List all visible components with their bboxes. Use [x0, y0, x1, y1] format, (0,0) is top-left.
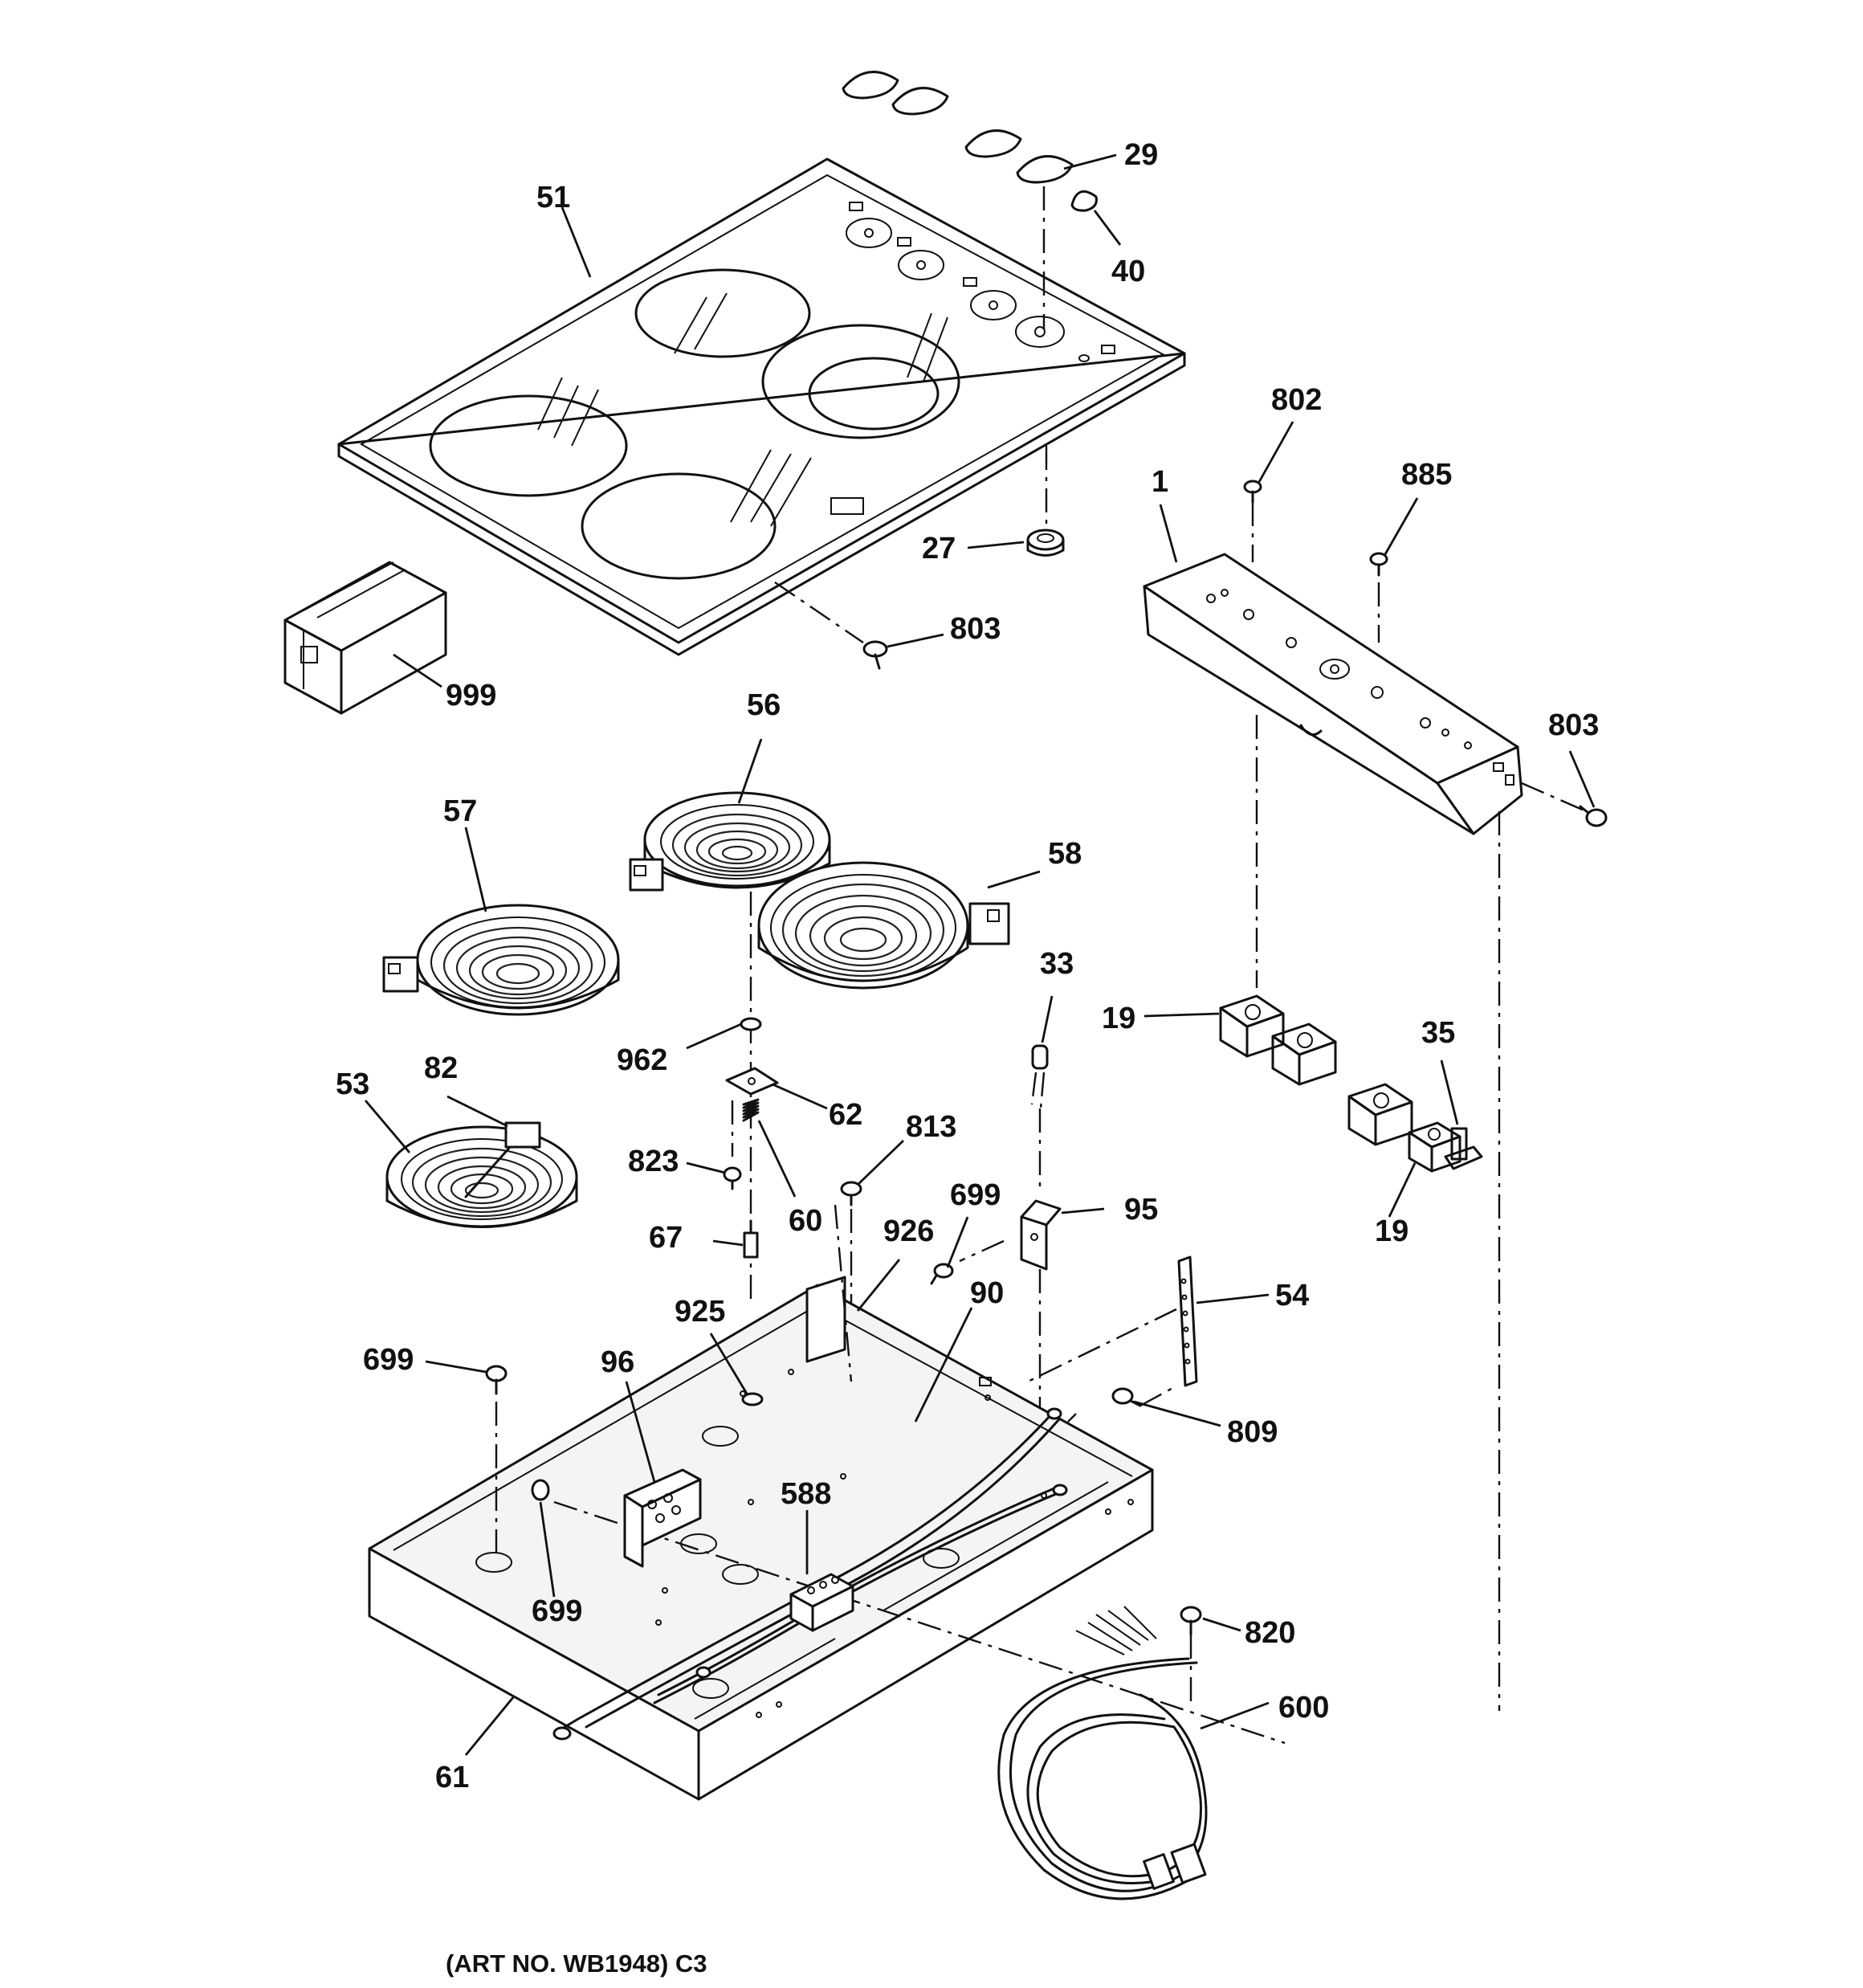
label-699-left: 699	[363, 1343, 414, 1377]
label-96: 96	[601, 1345, 634, 1379]
label-61: 61	[435, 1761, 469, 1794]
label-90: 90	[970, 1276, 1004, 1310]
label-60: 60	[789, 1204, 822, 1238]
label-51: 51	[536, 181, 570, 214]
label-588: 588	[781, 1477, 831, 1511]
label-823: 823	[628, 1145, 679, 1178]
label-699-top: 699	[950, 1178, 1001, 1212]
label-56: 56	[747, 688, 781, 722]
label-82: 82	[424, 1051, 458, 1085]
bottom-pan-part	[368, 1204, 1286, 1801]
screw-925-part	[741, 1392, 764, 1406]
label-19-top: 19	[1102, 1002, 1135, 1035]
label-813: 813	[906, 1110, 956, 1144]
label-962: 962	[617, 1043, 667, 1077]
label-95: 95	[1124, 1193, 1158, 1227]
control-knobs-part	[842, 71, 1098, 329]
label-999: 999	[446, 679, 496, 712]
label-57: 57	[443, 794, 477, 828]
screw-699-top-part	[930, 1263, 954, 1285]
label-29: 29	[1124, 138, 1158, 172]
screw-809-part	[1111, 1384, 1178, 1407]
part-number-labels: 51 29 40 27 803 999 802 1 885 803 56 57 …	[336, 138, 1599, 1794]
screw-802-part	[1243, 480, 1262, 504]
label-925: 925	[675, 1295, 725, 1329]
mounting-bracket-part	[623, 1468, 702, 1568]
label-62: 62	[829, 1098, 862, 1132]
ground-strap-part	[1027, 1255, 1198, 1387]
glass-cooktop-part	[337, 157, 1186, 656]
label-600: 600	[1278, 1691, 1329, 1725]
art-number-caption: (ART NO. WB1948) C3	[446, 1949, 707, 1978]
label-33: 33	[1040, 947, 1074, 981]
label-809: 809	[1227, 1415, 1278, 1449]
radiant-element-57-part	[382, 904, 620, 1016]
label-35: 35	[1421, 1016, 1455, 1050]
shaft-assembly-part	[723, 892, 779, 1301]
label-820: 820	[1245, 1616, 1295, 1650]
light-bracket-part	[959, 1199, 1062, 1430]
label-885: 885	[1401, 458, 1452, 492]
label-40: 40	[1111, 255, 1145, 288]
label-803-top: 803	[950, 612, 1001, 646]
label-699-bottom: 699	[532, 1594, 582, 1628]
screw-803-part	[774, 582, 888, 670]
screw-803-right-part	[1579, 805, 1608, 827]
label-802: 802	[1271, 383, 1322, 417]
leader-lines	[364, 153, 1596, 1756]
label-53: 53	[336, 1067, 369, 1101]
label-19-bottom: 19	[1375, 1214, 1408, 1248]
power-cord-part	[997, 1606, 1208, 1900]
label-58: 58	[1048, 837, 1082, 871]
label-803-right: 803	[1548, 708, 1599, 742]
infinite-switches-part	[1219, 994, 1483, 1173]
screw-885-part	[1369, 552, 1388, 577]
screw-699-left-part	[485, 1365, 508, 1395]
control-panel-bracket-part	[1143, 502, 1587, 1711]
label-1: 1	[1152, 465, 1168, 499]
label-54: 54	[1275, 1279, 1309, 1312]
terminal-block-part	[789, 1573, 854, 1632]
label-67: 67	[649, 1221, 683, 1255]
label-926: 926	[883, 1214, 934, 1248]
literature-box-part	[283, 561, 447, 715]
grommet-part	[1026, 446, 1065, 557]
indicator-light-part	[1030, 1044, 1049, 1189]
label-27: 27	[922, 532, 956, 565]
radiant-element-53-part	[385, 1121, 578, 1228]
screw-699-bottom-part	[531, 1479, 550, 1501]
radiant-element-58-part	[757, 861, 1010, 990]
